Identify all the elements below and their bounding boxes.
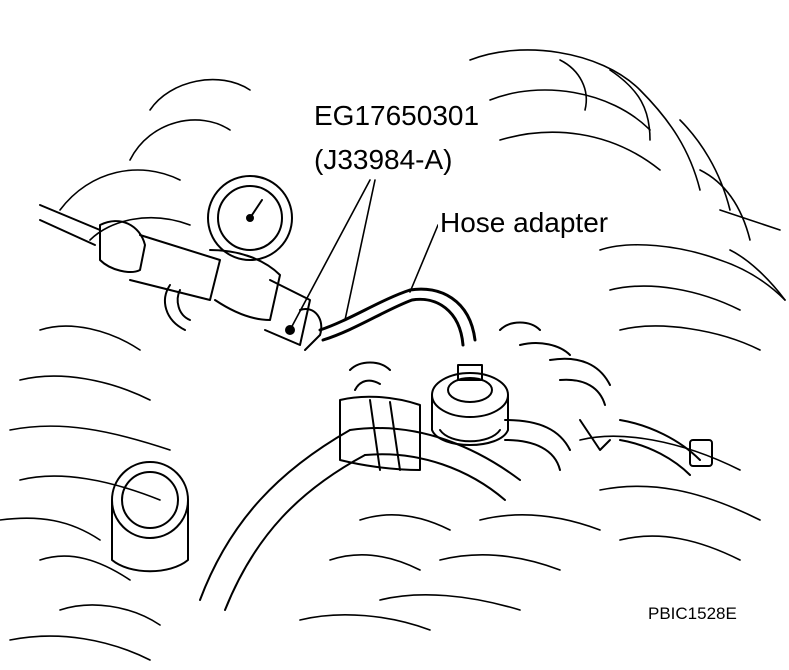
engine-bay-background — [0, 49, 786, 661]
tool-number-label: EG17650301 — [312, 100, 482, 131]
pressure-gauge — [207, 175, 293, 261]
tool-alt-number-label: (J33984-A) — [312, 144, 455, 175]
reservoir-cap — [111, 461, 189, 573]
figure-id-label: PBIC1528E — [648, 604, 737, 623]
foreground-hose — [199, 427, 521, 611]
hose-adapter-label: Hose adapter — [438, 207, 611, 238]
pipe-assembly — [339, 321, 713, 476]
gauge-tool-body — [39, 204, 323, 351]
callout-leaders — [289, 179, 439, 331]
hose — [318, 287, 477, 347]
valve-canister — [431, 364, 509, 446]
